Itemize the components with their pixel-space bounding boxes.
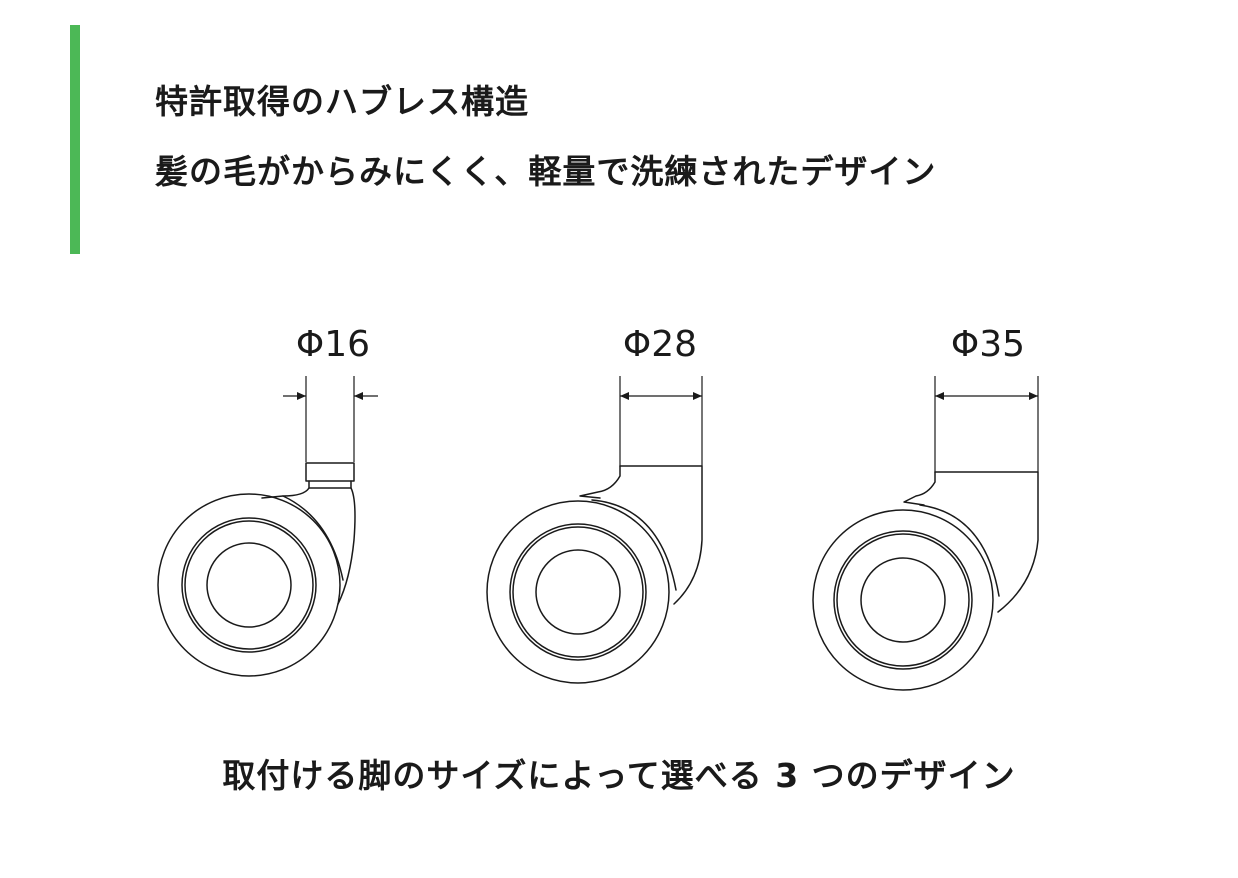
dimension-line-large (934, 376, 1039, 472)
headline-primary: 特許取得のハブレス構造 (155, 82, 529, 121)
size-label-medium: Φ28 (623, 324, 697, 365)
dimension-line-medium (619, 376, 703, 466)
size-label-small: Φ16 (296, 324, 370, 365)
caster-body-medium (486, 465, 703, 684)
size-label-large: Φ35 (951, 324, 1025, 365)
caster-body-large (812, 471, 1039, 691)
caster-large: Φ35 (812, 324, 1039, 691)
footer-caption: 取付ける脚のサイズによって選べる 3 つのデザイン (222, 756, 1016, 795)
caster-body-small (157, 462, 356, 677)
headline-secondary: 髪の毛がからみにくく、軽量で洗練されたデザイン (155, 152, 937, 191)
caster-medium: Φ28 (486, 324, 703, 684)
caster-small: Φ16 (157, 324, 378, 677)
accent-bar (70, 25, 80, 254)
dimension-line-small (283, 376, 378, 462)
